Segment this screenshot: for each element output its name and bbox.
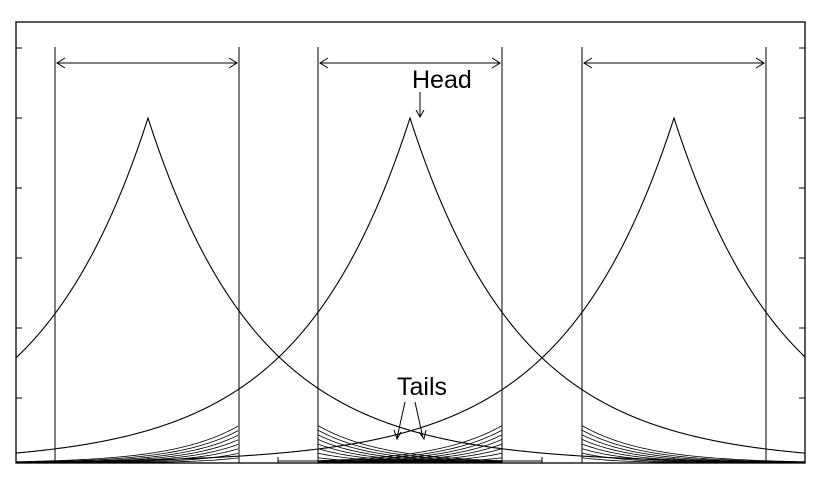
tail-curve [16, 457, 239, 464]
width-arrow [56, 57, 238, 69]
tails-arrow-right [414, 401, 427, 441]
tails-arrow-left [393, 401, 406, 441]
peak-curve [15, 116, 806, 454]
axis-ticks [16, 47, 805, 463]
tail-curve [581, 425, 805, 463]
head-label: Head [412, 66, 472, 94]
tail-curve [317, 425, 503, 462]
width-arrow [319, 57, 501, 69]
tails-label: Tails [397, 373, 447, 401]
window-width-arrows [56, 57, 765, 69]
tail-curve [581, 457, 804, 464]
peak-curves [15, 116, 806, 463]
width-arrow [583, 57, 765, 69]
head-arrow [415, 92, 425, 119]
peak-curve [15, 116, 806, 463]
tail-curve [15, 425, 239, 463]
tail-curve [317, 429, 503, 462]
window-boundaries [54, 47, 767, 463]
peak-curve [15, 116, 806, 463]
